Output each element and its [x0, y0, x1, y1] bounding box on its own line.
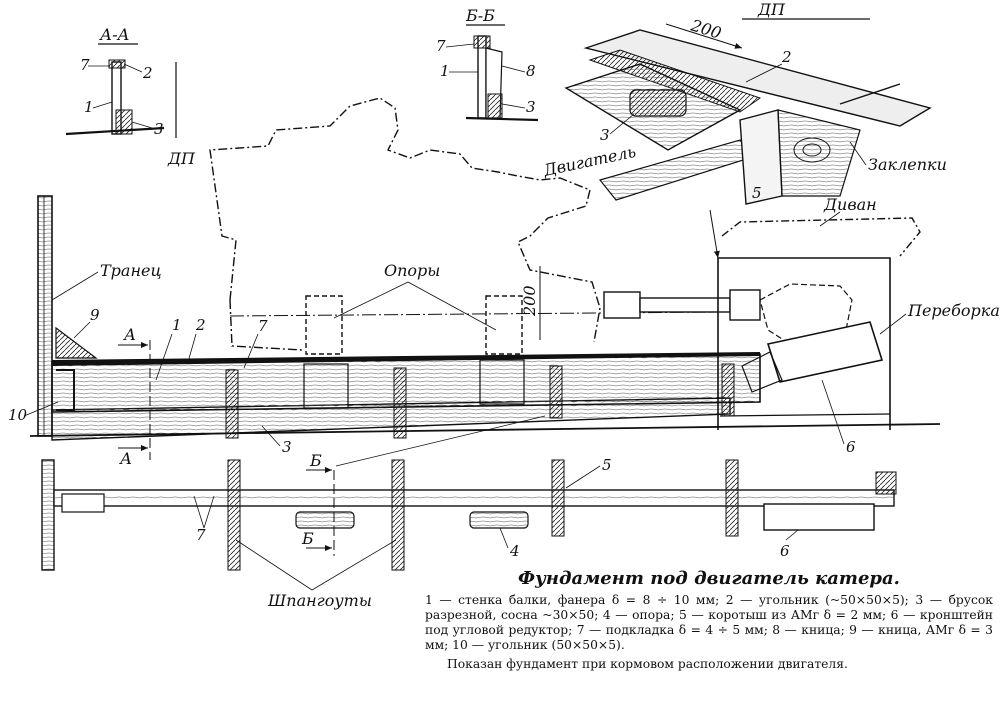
- plan-transom: [41, 459, 55, 571]
- plan-num-6: 6: [780, 542, 790, 560]
- angle-2: [52, 352, 760, 366]
- coupling: [603, 291, 641, 319]
- num-6: 6: [846, 438, 856, 456]
- frames-label: Шпангоуты: [267, 591, 372, 610]
- caption-legend: 1 — стенка балки, фанера δ = 8 ÷ 10 мм; …: [425, 593, 993, 652]
- frame-2: [393, 367, 407, 439]
- persp-bar: [629, 89, 687, 117]
- plan-frame-4: [725, 459, 739, 537]
- cut-b-bottom: Б: [301, 529, 314, 548]
- plan-view: Б Б 5 7 4 6 Шпангоуты: [41, 415, 897, 610]
- bb-num-8: 8: [526, 62, 536, 80]
- transom: [37, 195, 53, 437]
- perspective-detail: ДП 200 2 3 5 Заклепки Диван: [564, 0, 947, 214]
- plan-num-5: 5: [602, 456, 612, 474]
- plan-frame-1: [227, 459, 241, 571]
- bb-num-7: 7: [436, 37, 446, 55]
- plan-support-1: [295, 511, 355, 529]
- bb-num-1: 1: [440, 62, 450, 80]
- num-2: 2: [195, 316, 206, 334]
- bulkhead-label: Переборка: [907, 301, 1000, 320]
- num-1: 1: [172, 316, 182, 334]
- bracket-6: [766, 321, 884, 383]
- num-3: 3: [282, 438, 292, 456]
- support-base-1: [303, 363, 349, 409]
- section-aa: А-А 7 2 1 3 ДП: [65, 25, 196, 168]
- plan-bracket-6: [763, 503, 875, 531]
- caption-note: Показан фундамент при кормовом расположе…: [447, 657, 848, 671]
- support-2: [485, 295, 523, 355]
- persp-dp-label: ДП: [757, 0, 786, 19]
- plan-num-4: 4: [509, 542, 520, 560]
- plan-frame-2: [391, 459, 405, 571]
- caption-title: Фундамент под двигатель катера.: [518, 568, 900, 589]
- frame-1: [225, 369, 239, 439]
- plan-frame-3: [551, 459, 565, 537]
- reducer-outline: [759, 283, 853, 351]
- dim-200-main: 200: [520, 285, 539, 317]
- divan-outline: [721, 217, 921, 257]
- plan-num-7: 7: [196, 526, 206, 544]
- knee-9: [55, 326, 98, 359]
- persp-rivets-label: Заклепки: [868, 155, 947, 174]
- cut-a-top: А: [123, 325, 136, 344]
- transom-label: Транец: [100, 261, 162, 280]
- persp-dim-200: 200: [688, 15, 724, 42]
- frame-3: [549, 365, 563, 419]
- persp-divan-label: Диван: [823, 195, 877, 214]
- shaft: [639, 297, 731, 313]
- plan-support-2: [469, 511, 529, 529]
- aa-bottom: [65, 126, 165, 136]
- section-aa-title: А-А: [99, 25, 130, 44]
- num-9: 9: [90, 306, 100, 324]
- cut-a-bottom: А: [119, 449, 132, 468]
- aa-num-1: 1: [84, 98, 94, 116]
- aa-num-3: 3: [154, 120, 164, 138]
- section-bb-title: Б-Б: [465, 6, 495, 25]
- cut-b-top: Б: [309, 451, 322, 470]
- persp-num-2: 2: [781, 48, 792, 66]
- support-base-2: [479, 359, 525, 405]
- section-bb: Б-Б 7 1 8 3: [436, 6, 539, 122]
- num-7: 7: [258, 317, 268, 335]
- supports-label: Опоры: [384, 261, 440, 280]
- figure-caption: Фундамент под двигатель катера. 1 — стен…: [425, 568, 993, 672]
- persp-num-5: 5: [752, 184, 762, 202]
- num-10: 10: [8, 406, 28, 424]
- engine-outline: [209, 97, 601, 351]
- persp-dim-line: [665, 23, 743, 49]
- bb-num-3: 3: [526, 98, 536, 116]
- angle-10: [56, 369, 75, 411]
- aa-num-7: 7: [80, 56, 90, 74]
- main-side-view: 200 А А Транец Опоры Переборка 9 1 2 7 1: [8, 195, 1000, 468]
- persp-num-3: 3: [600, 126, 610, 144]
- aa-num-2: 2: [142, 64, 153, 82]
- bulkhead: [717, 257, 891, 430]
- support-1: [305, 295, 343, 355]
- frame-4: [721, 363, 735, 417]
- bb-bar: [487, 93, 503, 119]
- aa-dp-label: ДП: [167, 149, 196, 168]
